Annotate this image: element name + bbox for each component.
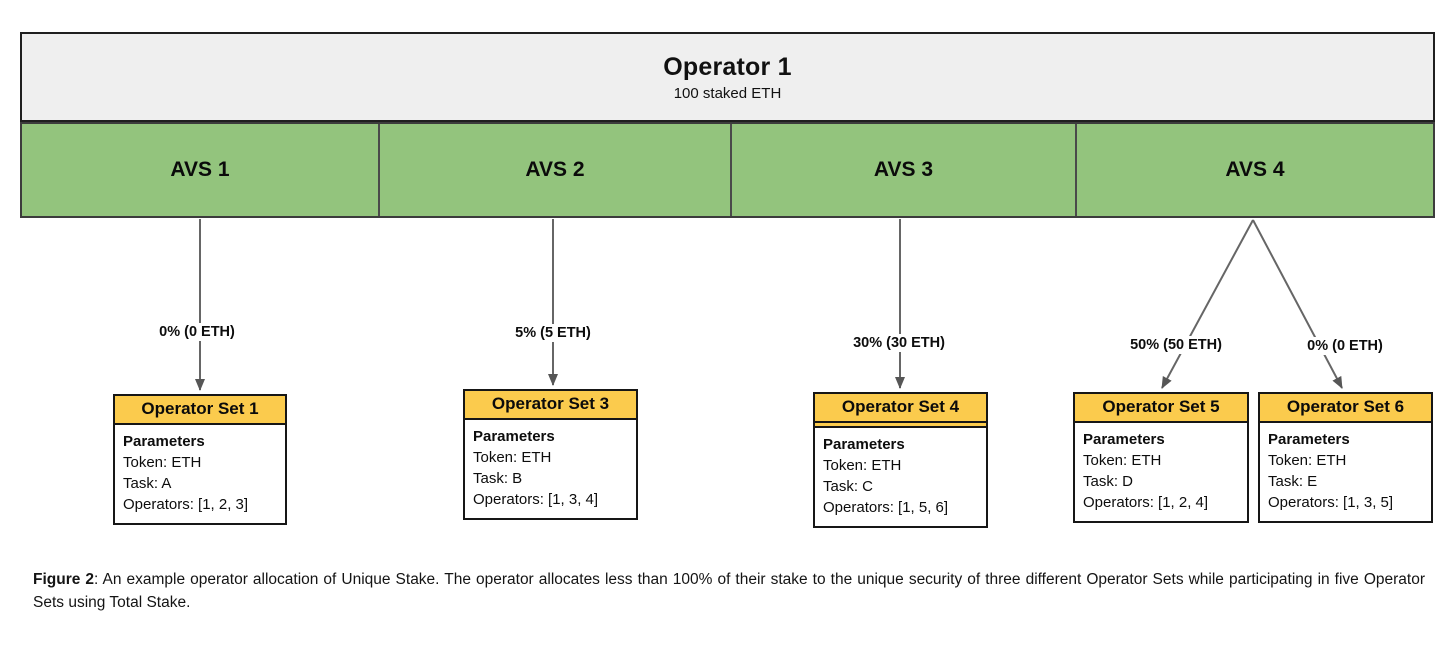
figure-caption-label: Figure 2 — [33, 571, 95, 588]
param-task: Task: D — [1083, 473, 1134, 490]
allocation-label-3: 30% (30 ETH) — [849, 334, 949, 352]
operator-subtitle: 100 staked ETH — [673, 84, 782, 102]
param-operators: Operators: [1, 2, 4] — [1083, 494, 1209, 511]
avs-segment-label: AVS 2 — [525, 158, 585, 181]
operator-set-title: Operator Set 1 — [115, 396, 285, 425]
param-token: Token: ETH — [823, 457, 902, 474]
avs-segment-3: AVS 3 — [730, 124, 1075, 216]
avs-segment-label: AVS 1 — [170, 158, 230, 181]
operator-box: Operator 1 100 staked ETH — [20, 32, 1435, 122]
param-task: Task: E — [1268, 473, 1318, 490]
operator-set-title: Operator Set 4 — [815, 394, 986, 423]
param-task: Task: C — [823, 478, 874, 495]
operator-set-title: Operator Set 5 — [1075, 394, 1247, 423]
operator-set-box-4: Operator Set 4 Parameters Token: ETH Tas… — [813, 392, 988, 528]
param-task: Task: A — [123, 475, 172, 492]
operator-set-params: Parameters Token: ETH Task: D Operators:… — [1075, 423, 1247, 521]
allocation-label-5: 0% (0 ETH) — [1303, 337, 1387, 355]
operator-set-box-6: Operator Set 6 Parameters Token: ETH Tas… — [1258, 392, 1433, 523]
avs-bar: AVS 1 AVS 2 AVS 3 AVS 4 — [20, 122, 1435, 218]
params-heading: Parameters — [123, 433, 205, 450]
params-heading: Parameters — [473, 428, 555, 445]
allocation-label-2: 5% (5 ETH) — [511, 324, 595, 342]
operator-title: Operator 1 — [663, 52, 792, 81]
param-operators: Operators: [1, 5, 6] — [823, 499, 949, 516]
operator-set-box-1: Operator Set 1 Parameters Token: ETH Tas… — [113, 394, 287, 525]
operator-set-params: Parameters Token: ETH Task: E Operators:… — [1260, 423, 1431, 521]
param-token: Token: ETH — [123, 454, 202, 471]
param-task: Task: B — [473, 470, 523, 487]
operator-set-params: Parameters Token: ETH Task: C Operators:… — [815, 428, 986, 526]
operator-set-params: Parameters Token: ETH Task: A Operators:… — [115, 425, 285, 523]
operator-set-box-5: Operator Set 5 Parameters Token: ETH Tas… — [1073, 392, 1249, 523]
param-token: Token: ETH — [1268, 452, 1347, 469]
avs-segment-4: AVS 4 — [1075, 124, 1433, 216]
operator-set-title: Operator Set 3 — [465, 391, 636, 420]
allocation-label-4: 50% (50 ETH) — [1126, 336, 1226, 354]
figure-caption: Figure 2: An example operator allocation… — [33, 568, 1425, 614]
header-divider-strip — [815, 423, 986, 428]
param-operators: Operators: [1, 2, 3] — [123, 496, 249, 513]
arrow-avs4-to-set5 — [1161, 219, 1254, 389]
avs-segment-label: AVS 4 — [1225, 158, 1285, 181]
operator-set-params: Parameters Token: ETH Task: B Operators:… — [465, 420, 636, 518]
params-heading: Parameters — [1268, 431, 1350, 448]
avs-segment-label: AVS 3 — [873, 158, 934, 181]
avs-segment-2: AVS 2 — [378, 124, 730, 216]
operator-set-box-3: Operator Set 3 Parameters Token: ETH Tas… — [463, 389, 638, 520]
arrow-avs4-to-set6 — [1252, 219, 1343, 389]
param-token: Token: ETH — [1083, 452, 1162, 469]
param-token: Token: ETH — [473, 449, 552, 466]
avs-segment-1: AVS 1 — [22, 124, 378, 216]
figure-caption-text: : An example operator allocation of Uniq… — [33, 571, 1425, 611]
allocation-label-1: 0% (0 ETH) — [155, 323, 239, 341]
params-heading: Parameters — [823, 436, 905, 453]
params-heading: Parameters — [1083, 431, 1165, 448]
param-operators: Operators: [1, 3, 5] — [1268, 494, 1394, 511]
operator-set-title: Operator Set 6 — [1260, 394, 1431, 423]
param-operators: Operators: [1, 3, 4] — [473, 491, 599, 508]
